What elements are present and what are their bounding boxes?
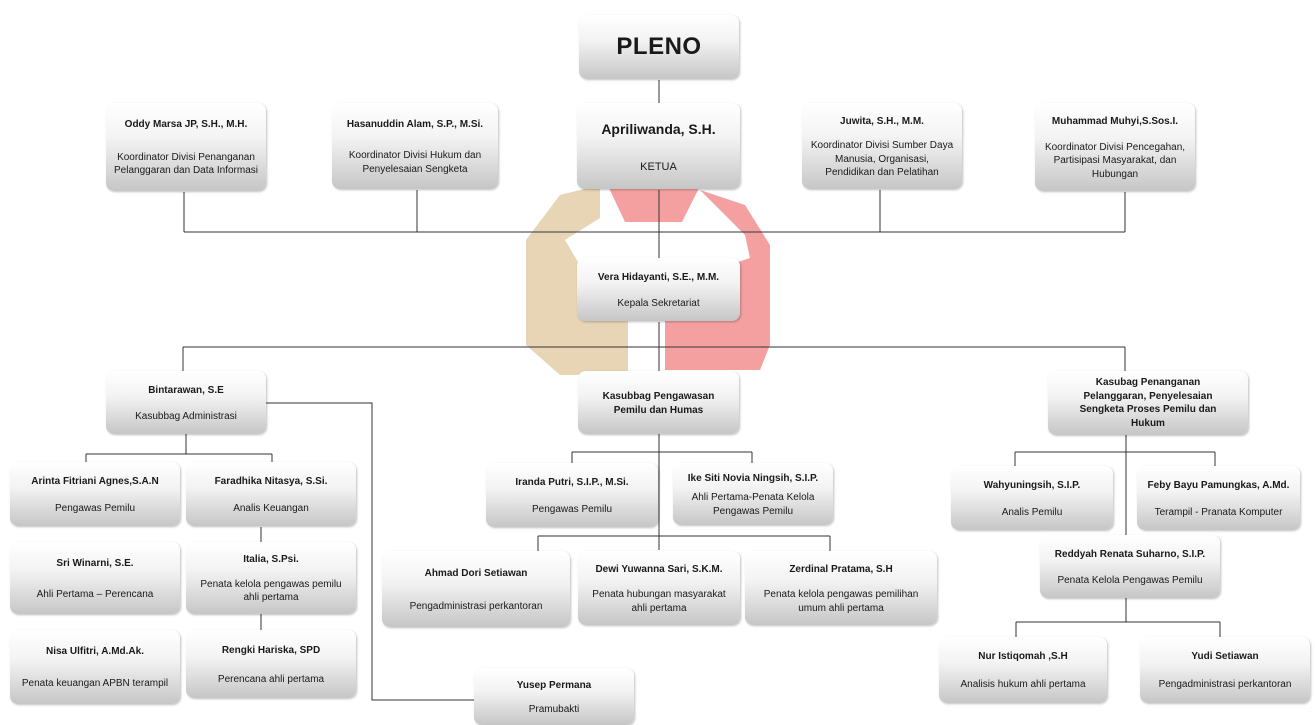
staff-name: Iranda Putri, S.I.P., M.Si.: [515, 476, 629, 488]
staff-role: Pengadministrasi perkantoran: [409, 600, 543, 612]
staff-role: Penata kelola pengawas pemilihan umum ah…: [763, 589, 919, 614]
staff-name: Yudi Setiawan: [1191, 651, 1259, 663]
staff-role: Penata keuangan APBN terampil: [21, 678, 169, 690]
staff-name: Nisa Ulfitri, A.Md.Ak.: [46, 646, 144, 658]
ketua-name: Apriliwanda, S.H.: [601, 120, 716, 137]
staff-role: Pengawas Pemilu: [54, 502, 136, 514]
koordinator-box-4: Muhammad Muhyi,S.Sos.I. Koordinator Divi…: [1035, 103, 1195, 191]
staff-name: Arinta Fitriani Agnes,S.A.N: [31, 475, 159, 487]
staff-name: Wahyuningsih, S.I.P.: [983, 479, 1081, 491]
staff-box: Italia, S.Psi. Penata kelola pengawas pe…: [186, 542, 356, 614]
staff-role: Analisis hukum ahli pertama: [960, 679, 1086, 691]
staff-name: Nur Istiqomah ,S.H: [978, 651, 1068, 663]
logo-red-center-shape: [608, 186, 700, 222]
staff-role: Ahli Pertama-Penata Kelola Pengawas Pemi…: [691, 492, 815, 517]
administrasi-head-name: Bintarawan, S.E: [148, 384, 224, 396]
staff-name: Reddyah Renata Suharno, S.I.P.: [1054, 548, 1206, 560]
staff-name: Yusep Permana: [516, 680, 592, 691]
penanganan-head-title: Kasubag Penanganan Pelanggaran, Penyeles…: [1079, 377, 1217, 429]
koordinator-name: Juwita, S.H., M.M.: [840, 115, 924, 127]
koordinator-role: Koordinator Divisi Pencegahan, Partisipa…: [1044, 141, 1186, 180]
staff-box: Faradhika Nitasya, S.Si. Analis Keuangan: [186, 462, 356, 526]
pengawasan-head-box: Kasubbag Pengawasan Pemilu dan Humas: [578, 371, 739, 434]
staff-role: Analis Pemilu: [1001, 506, 1063, 518]
staff-role: Pramubakti: [528, 703, 580, 715]
staff-role: Perencana ahli pertama: [217, 673, 325, 685]
staff-box: Ahmad Dori Setiawan Pengadministrasi per…: [382, 551, 570, 627]
staff-name: Rengki Hariska, SPD: [221, 644, 321, 656]
sekretariat-box: Vera Hidayanti, S.E., M.M. Kepala Sekret…: [577, 258, 740, 321]
koordinator-name: Hasanuddin Alam, S.P., M.Si.: [346, 118, 484, 130]
ketua-box: Apriliwanda, S.H. KETUA: [577, 103, 740, 189]
staff-name: Feby Bayu Pamungkas, A.Md.: [1147, 479, 1290, 491]
staff-name: Faradhika Nitasya, S.Si.: [214, 475, 328, 487]
staff-name: Italia, S.Psi.: [243, 554, 299, 566]
pleno-box: PLENO: [579, 15, 739, 79]
staff-name: Zerdinal Pratama, S.H: [789, 563, 893, 575]
staff-role: Ahli Pertama – Perencana: [36, 588, 154, 600]
staff-box: Ike Siti Novia Ningsih, S.I.P. Ahli Pert…: [673, 463, 833, 525]
koordinator-role: Koordinator Divisi Hukum dan Penyelesaia…: [348, 150, 482, 175]
pengawasan-head-title: Kasubbag Pengawasan Pemilu dan Humas: [602, 391, 715, 416]
administrasi-head-box: Bintarawan, S.E Kasubbag Administrasi: [106, 371, 266, 434]
koordinator-box-1: Oddy Marsa JP, S.H., M.H. Koordinator Di…: [106, 103, 266, 191]
sekretariat-role: Kepala Sekretariat: [617, 298, 700, 309]
staff-box: Rengki Hariska, SPD Perencana ahli perta…: [186, 630, 356, 698]
staff-box: Arinta Fitriani Agnes,S.A.N Pengawas Pem…: [10, 462, 180, 526]
sekretariat-name: Vera Hidayanti, S.E., M.M.: [597, 271, 720, 283]
staff-box: Nisa Ulfitri, A.Md.Ak. Penata keuangan A…: [10, 630, 180, 704]
staff-role: Pengawas Pemilu: [531, 503, 613, 515]
staff-box: Wahyuningsih, S.I.P. Analis Pemilu: [951, 466, 1113, 530]
ketua-role: KETUA: [640, 160, 677, 173]
staff-box: Nur Istiqomah ,S.H Analisis hukum ahli p…: [939, 637, 1107, 703]
koordinator-role: Koordinator Divisi Sumber Daya Manusia, …: [810, 140, 954, 178]
staff-role: Terampil - Pranata Komputer: [1154, 506, 1283, 518]
staff-role: Pengadministrasi perkantoran: [1158, 679, 1292, 691]
staff-box: Dewi Yuwanna Sari, S.K.M. Penata hubunga…: [578, 551, 740, 625]
staff-name: Sri Winarni, S.E.: [56, 557, 134, 569]
staff-box: Feby Bayu Pamungkas, A.Md. Terampil - Pr…: [1137, 466, 1300, 530]
staff-box: Yusep Permana Pramubakti: [474, 668, 634, 725]
koordinator-box-2: Hasanuddin Alam, S.P., M.Si. Koordinator…: [332, 103, 498, 189]
staff-role: Penata hubungan masyarakat ahli pertama: [592, 589, 726, 614]
staff-role: Analis Keuangan: [233, 502, 309, 514]
pleno-title: PLENO: [616, 32, 702, 60]
staff-box: Iranda Putri, S.I.P., M.Si. Pengawas Pem…: [486, 463, 658, 527]
koordinator-box-3: Juwita, S.H., M.M. Koordinator Divisi Su…: [802, 103, 962, 189]
staff-box: Yudi Setiawan Pengadministrasi perkantor…: [1140, 637, 1310, 703]
staff-role: Penata Kelola Pengawas Pemilu: [1057, 575, 1203, 586]
staff-box: Zerdinal Pratama, S.H Penata kelola peng…: [745, 551, 937, 625]
staff-name: Ahmad Dori Setiawan: [424, 567, 528, 579]
koordinator-name: Muhammad Muhyi,S.Sos.I.: [1051, 116, 1179, 127]
staff-name: Dewi Yuwanna Sari, S.K.M.: [595, 563, 723, 575]
administrasi-head-role: Kasubbag Administrasi: [135, 411, 237, 422]
penanganan-head-box: Kasubag Penanganan Pelanggaran, Penyeles…: [1048, 371, 1248, 435]
koordinator-name: Oddy Marsa JP, S.H., M.H.: [124, 119, 248, 131]
koordinator-role: Koordinator Divisi Penanganan Pelanggara…: [114, 151, 258, 177]
staff-role: Penata kelola pengawas pemilu ahli perta…: [200, 578, 342, 604]
staff-name: Ike Siti Novia Ningsih, S.I.P.: [687, 472, 819, 484]
staff-box: Sri Winarni, S.E. Ahli Pertama – Perenca…: [10, 542, 180, 614]
staff-box: Reddyah Renata Suharno, S.I.P. Penata Ke…: [1040, 535, 1220, 598]
